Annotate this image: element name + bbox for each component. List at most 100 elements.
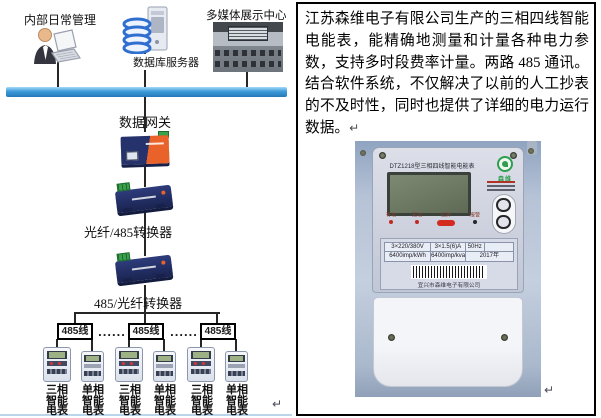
- 485-fiber-converter-label: 485/光纤转换器: [94, 296, 183, 311]
- device-marking: [131, 195, 156, 201]
- indicator-strip: [191, 361, 211, 366]
- connector-line: [144, 210, 146, 256]
- device-body: [120, 135, 170, 165]
- product-description-panel: 江苏森维电子有限公司生产的三相四线智能电能表，能精确地测量和计量各种电力参数，支…: [296, 2, 596, 416]
- wire-label-box: 485线: [128, 323, 164, 340]
- meter-icon-three-phase: [115, 347, 143, 382]
- connector-line: [235, 339, 237, 351]
- console-row: [215, 61, 281, 67]
- connector-line: [91, 339, 93, 351]
- meter-label: 三相智能电表: [46, 384, 68, 417]
- paragraph-mark: ↵: [544, 383, 555, 397]
- ellipsis-dots: ......: [98, 324, 126, 339]
- meter-icon-three-phase: [187, 347, 215, 382]
- cert-line: [487, 181, 515, 183]
- up-button: [496, 198, 511, 212]
- description-text: 江苏森维电子有限公司生产的三相四线智能电能表，能精确地测量和计量各种电力参数，支…: [305, 9, 589, 140]
- connector-line: [144, 285, 146, 313]
- terminal-strip: [156, 371, 173, 376]
- meter-icon-single-phase: [153, 351, 176, 382]
- screw-icon: [528, 148, 534, 154]
- spec-cell: 6400imp/kvarh: [431, 252, 466, 261]
- cert-line: [487, 185, 515, 187]
- connector-line: [128, 339, 130, 348]
- indicator-item: 报警: [469, 210, 481, 226]
- ethernet-port: [126, 151, 139, 161]
- spec-cell: 6400imp/kWh: [385, 252, 432, 261]
- company-name: 宜兴市森维电子有限公司: [417, 283, 481, 289]
- infrared-button: [436, 220, 455, 226]
- spec-cell: 50Hz: [466, 243, 485, 251]
- mount-foot: [155, 203, 166, 209]
- divider-line: [0, 414, 292, 416]
- indicator-item: 红外: [436, 210, 455, 226]
- lcd-screen: [228, 355, 245, 362]
- device-marking: [131, 265, 156, 271]
- network-bus-bar: [6, 87, 287, 97]
- meter-title: DTZ1218型三相四线智能电能表: [389, 164, 475, 170]
- led-dot: [161, 190, 166, 195]
- brand-name: 森维: [497, 177, 512, 183]
- lcd-screen: [191, 351, 211, 359]
- nav-buttons: [492, 194, 516, 234]
- lcd-screen: [387, 172, 471, 216]
- spec-cell: [485, 243, 513, 251]
- gateway-label: 数据网关: [119, 115, 172, 130]
- connector-line: [200, 339, 202, 348]
- spec-cell: 2017年: [479, 253, 499, 259]
- description-paragraph: 江苏森维电子有限公司生产的三相四线智能电能表，能精确地测量和计量各种电力参数，支…: [305, 11, 589, 136]
- connector-line: [57, 60, 59, 88]
- lcd-screen: [119, 351, 139, 359]
- spec-cell: 3×1.5(6)A: [431, 243, 466, 251]
- indicator-dot: [414, 220, 419, 224]
- terminal-block: [116, 182, 131, 192]
- terminal-strip: [84, 371, 101, 376]
- console-row: [215, 50, 281, 56]
- display-wall: [228, 26, 268, 41]
- terminal-block: [116, 252, 131, 262]
- nameplate: 3×220/380V 3×1.5(6)A 50Hz 6400imp/kWh 64…: [380, 238, 518, 290]
- meter-bottom-cover: [373, 297, 523, 387]
- mount-foot: [155, 273, 166, 279]
- connector-line: [246, 71, 248, 88]
- indicator-strip: [119, 361, 139, 366]
- meter-label: 三相智能电表: [191, 384, 213, 417]
- meter-upper-housing: DTZ1218型三相四线智能电能表 森维 有功: [372, 147, 524, 293]
- admin-label: 内部日常管理: [24, 13, 97, 27]
- meter-label: 单相智能电表: [154, 384, 176, 417]
- fiber-485-converter-icon: [114, 182, 176, 218]
- device-marking: [145, 142, 164, 145]
- mount-foot: [123, 207, 133, 213]
- connector-line: [216, 313, 218, 324]
- indicator-strip: [84, 364, 101, 368]
- terminal-strip: [191, 369, 211, 374]
- indicator-label: 红外: [440, 213, 452, 219]
- meter-icon-single-phase: [81, 351, 104, 382]
- wire-label-box: 485线: [200, 323, 236, 340]
- meter-label: 单相智能电表: [226, 384, 248, 417]
- indicator-item: 无功: [411, 210, 423, 226]
- gateway-device-icon: [120, 131, 172, 169]
- connector-line: [144, 165, 146, 187]
- connector-line: [163, 339, 165, 351]
- paragraph-mark: ↵: [272, 397, 283, 411]
- branch-line: [74, 312, 220, 314]
- meter-icon-single-phase: [225, 351, 248, 382]
- meter-label: 三相智能电表: [119, 384, 141, 417]
- spec-table: 3×220/380V 3×1.5(6)A 50Hz 6400imp/kWh 64…: [384, 242, 514, 262]
- indicator-label: 报警: [469, 213, 481, 219]
- indicator-dot: [472, 220, 477, 224]
- indicator-row: 有功 无功 红外 报警: [378, 210, 488, 226]
- screw-icon: [360, 150, 366, 156]
- connector-line: [144, 313, 146, 324]
- 485-fiber-converter-icon: [114, 252, 176, 288]
- db-server-label: 数据库服务器: [132, 54, 200, 70]
- terminal-strip: [228, 371, 245, 376]
- lcd-screen: [47, 351, 67, 359]
- indicator-strip: [156, 364, 173, 368]
- indicator-dot: [388, 220, 393, 224]
- indicator-label: 有功: [385, 213, 397, 219]
- led-dot: [161, 260, 166, 265]
- fiber-485-converter-label: 光纤/485转换器: [84, 225, 173, 240]
